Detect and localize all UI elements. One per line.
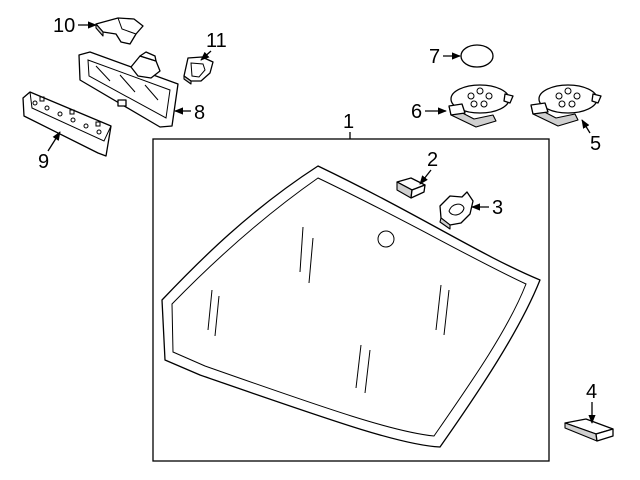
part-8-rearview-mirror bbox=[78, 51, 179, 128]
callout-5: 5 bbox=[590, 133, 601, 155]
part-5-rain-sensor bbox=[530, 84, 602, 127]
rain-sensor-mount bbox=[377, 230, 395, 248]
part-4-wedge bbox=[564, 418, 614, 442]
callout-3: 3 bbox=[492, 197, 503, 219]
callout-6: 6 bbox=[411, 101, 422, 123]
callout-8: 8 bbox=[194, 102, 205, 124]
callout-1: 1 bbox=[343, 111, 354, 133]
part-11-sensor-cover bbox=[183, 56, 214, 85]
part-10-mirror-cover bbox=[95, 17, 144, 45]
callout-2: 2 bbox=[427, 149, 438, 171]
windshield-glass bbox=[161, 165, 541, 448]
callout-10: 10 bbox=[53, 15, 75, 37]
callout-11: 11 bbox=[206, 30, 227, 52]
callout-9: 9 bbox=[38, 151, 49, 173]
part-2-spacer-block bbox=[396, 177, 426, 199]
part-6-rain-sensor bbox=[448, 84, 514, 128]
part-3-sensor-bracket bbox=[439, 191, 474, 230]
callout-7: 7 bbox=[429, 46, 440, 68]
glass-reflections bbox=[207, 226, 450, 394]
part-7-gel-pad bbox=[460, 44, 494, 68]
part-9-mounting-plate bbox=[22, 91, 112, 157]
callout-4: 4 bbox=[586, 381, 597, 403]
windshield-box bbox=[152, 138, 550, 462]
